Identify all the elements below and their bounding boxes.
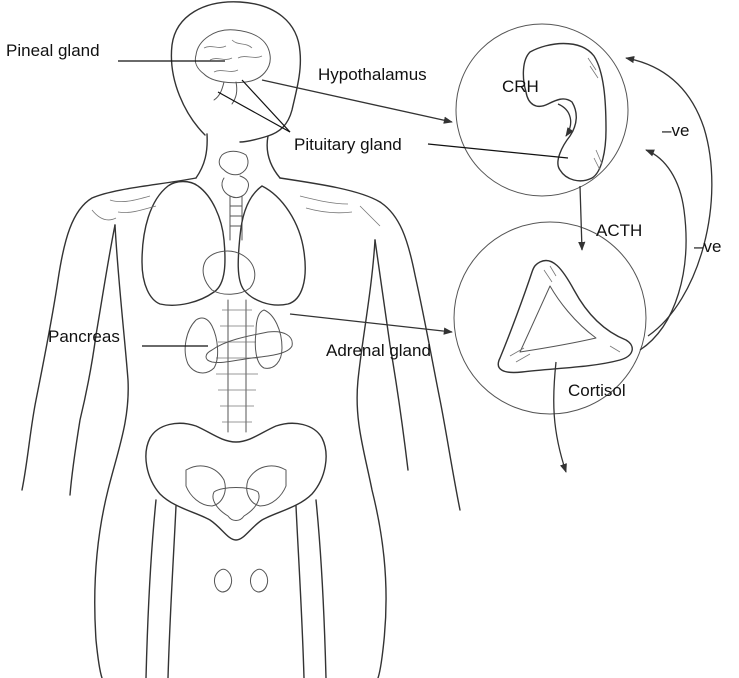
left-femur xyxy=(146,500,176,678)
pituitary-shape xyxy=(523,44,606,181)
right-shoulder-bones xyxy=(300,196,380,226)
adrenal-gland-label: Adrenal gland xyxy=(326,341,431,360)
brain-folds xyxy=(204,40,262,72)
crh-to-pituitary-arrow xyxy=(558,104,571,136)
right-femur xyxy=(296,500,326,678)
feedback-hypothalamus-arrow xyxy=(626,58,712,336)
right-lung xyxy=(238,186,305,305)
adrenal-inner xyxy=(520,286,596,352)
heart xyxy=(203,251,255,294)
hypothalamus-inset xyxy=(456,24,628,196)
pituitary-inset-leader xyxy=(428,144,568,158)
left-lung xyxy=(142,182,225,306)
left-waist xyxy=(95,225,128,678)
thyroid xyxy=(219,151,248,175)
adrenal-gland-arrow xyxy=(290,314,452,332)
crh-label: CRH xyxy=(502,77,539,96)
arrows xyxy=(262,58,712,472)
hypothalamus-circle xyxy=(456,24,628,196)
uterus xyxy=(213,488,259,521)
head-outline xyxy=(171,2,300,142)
pancreas-label: Pancreas xyxy=(48,327,120,346)
negative-feedback-label-1: –ve xyxy=(662,121,689,140)
acth-arrow xyxy=(580,186,582,250)
pelvis-inner xyxy=(186,466,286,506)
acth-label: ACTH xyxy=(596,221,642,240)
pituitary-gland-label: Pituitary gland xyxy=(294,135,402,154)
spine xyxy=(228,300,246,432)
lower-glands xyxy=(215,569,268,592)
neck-outline xyxy=(196,134,280,178)
pineal-gland-label: Pineal gland xyxy=(6,41,100,60)
pituitary-shading xyxy=(588,58,602,170)
adrenal-shading xyxy=(510,266,620,362)
adrenal-outer xyxy=(498,260,632,372)
cortisol-out-arrow xyxy=(554,362,566,472)
pituitary-leader-b xyxy=(242,80,290,132)
brain xyxy=(195,30,270,83)
thyroid-lobes xyxy=(222,176,249,198)
left-shoulder-bones xyxy=(92,196,156,220)
right-kidney xyxy=(255,310,282,368)
pituitary-leader-a xyxy=(218,92,290,132)
negative-feedback-label-2: –ve xyxy=(694,237,721,256)
left-inner-arm xyxy=(70,225,115,495)
pelvis xyxy=(146,423,326,540)
vertebrae xyxy=(216,310,258,422)
hypothalamus-label: Hypothalamus xyxy=(318,65,427,84)
feedback-pituitary-arrow xyxy=(640,150,686,350)
right-waist xyxy=(357,240,386,678)
labels: Pineal gland Hypothalamus Pituitary glan… xyxy=(6,41,721,400)
cortisol-label: Cortisol xyxy=(568,381,626,400)
